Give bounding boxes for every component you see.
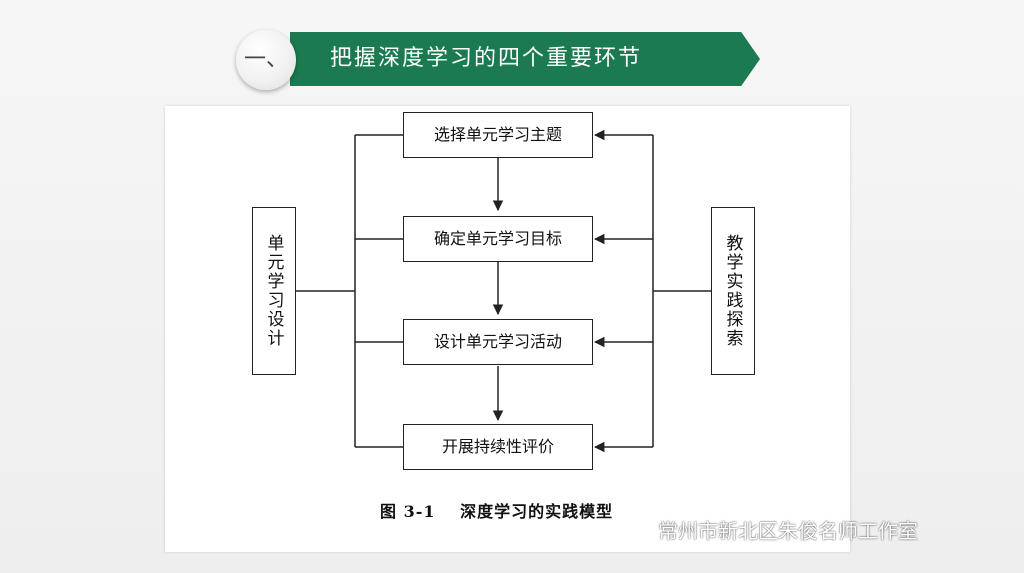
practice-model-figure: 选择单元学习主题 确定单元学习目标 设计单元学习活动 开展持续性评价 单元学习设…	[165, 106, 850, 552]
wechat-icon	[622, 517, 651, 540]
watermark: 常州市新北区朱俊名师工作室	[622, 514, 918, 544]
figure-number: 图 3-1	[380, 502, 436, 521]
figure-caption-text: 深度学习的实践模型	[460, 502, 614, 521]
unit-design-label: 单元学习设计	[263, 234, 284, 348]
diagram-connectors	[296, 129, 711, 453]
slide-title: 把握深度学习的四个重要环节	[330, 46, 643, 71]
figure-caption: 图 3-1 深度学习的实践模型	[380, 498, 613, 522]
watermark-text: 常州市新北区朱俊名师工作室	[658, 518, 918, 543]
unit-design-box: 单元学习设计	[252, 207, 296, 375]
stage-box-3: 设计单元学习活动	[403, 319, 593, 365]
stage-box-1: 选择单元学习主题	[403, 112, 593, 158]
teaching-practice-label: 教学实践探索	[722, 234, 743, 348]
stage-box-4: 开展持续性评价	[403, 424, 593, 470]
teaching-practice-box: 教学实践探索	[711, 207, 755, 375]
section-number-badge: 一、	[236, 30, 296, 90]
stage-box-2: 确定单元学习目标	[403, 216, 593, 262]
title-banner: 把握深度学习的四个重要环节	[290, 32, 760, 86]
